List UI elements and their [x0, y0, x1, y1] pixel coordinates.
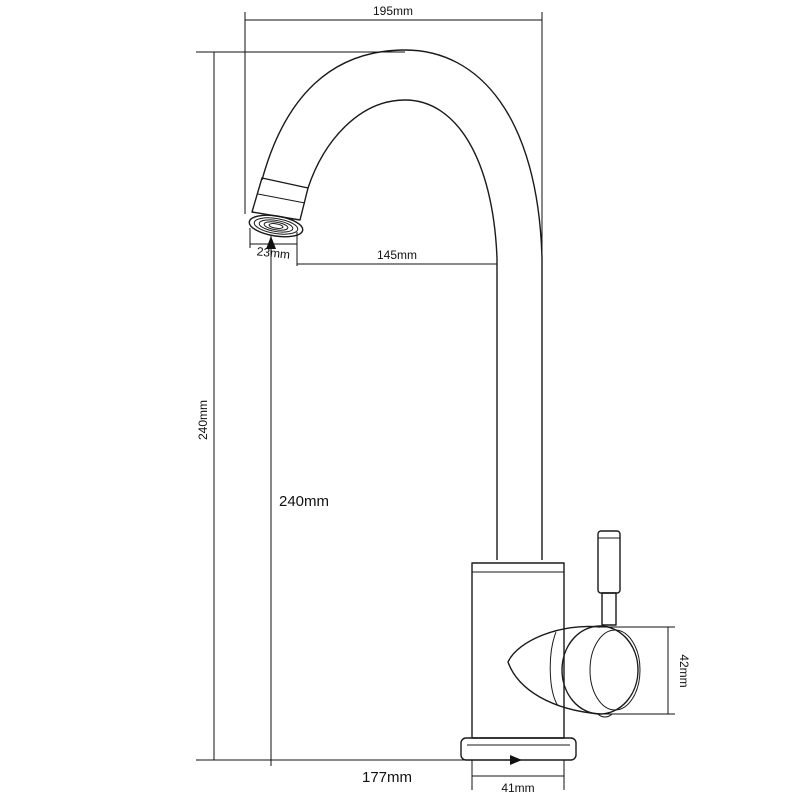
handle-lever	[597, 530, 621, 626]
dim-overall-height-label: 240mm	[196, 400, 210, 440]
faucet-base	[460, 737, 577, 761]
spout-tip-sleeve	[251, 177, 309, 221]
dim-top-width-label: 195mm	[373, 4, 413, 18]
faucet-drawing	[248, 49, 641, 761]
dim-base-label: 41mm	[501, 781, 534, 795]
spout-outer-curve	[261, 49, 543, 560]
dim-spout-reach-label: 145mm	[377, 248, 417, 262]
spout-tip-band	[257, 193, 306, 204]
spout-inner-curve	[307, 99, 498, 560]
dimension-lines	[196, 12, 675, 790]
handle-cartridge	[507, 625, 641, 718]
dim-outlet-label: 23mm	[256, 244, 291, 261]
aerator	[248, 214, 304, 238]
dim-depth-label: 177mm	[362, 769, 412, 786]
faucet-body	[471, 562, 565, 739]
dim-handle-label: 42mm	[677, 654, 691, 687]
dim-spout-height-label: 240mm	[279, 493, 329, 510]
